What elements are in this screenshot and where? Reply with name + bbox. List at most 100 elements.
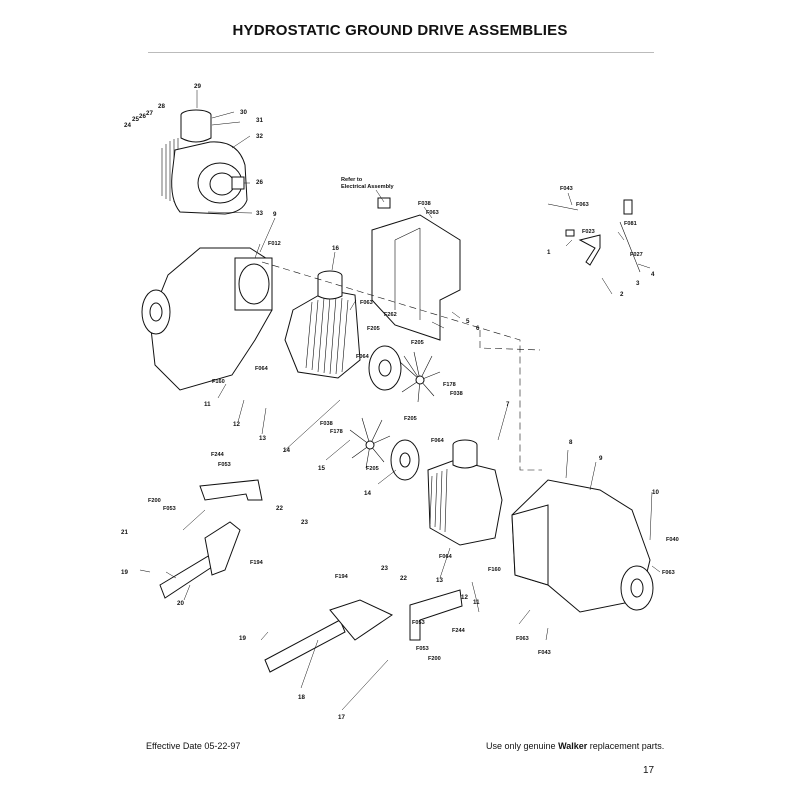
title-rule [148,52,654,53]
callout-F200b: F200 [428,656,441,662]
brand-name: Walker [558,741,588,751]
hose-route-lower [479,330,541,351]
callout-F063a: F063 [426,210,439,216]
gearbox-left [141,247,273,391]
pump-housing-lower [427,459,503,546]
callout-F053d: F053 [416,646,429,652]
callout-30: 30 [240,109,247,116]
hose-route-upper [261,261,542,471]
callout-31: 31 [256,117,263,124]
callout-33: 33 [256,210,263,217]
control-lever-left [139,479,263,599]
callout-13a: 13 [259,435,266,442]
callout-19b: 19 [239,635,246,642]
callout-3: 3 [636,280,640,287]
callout-4: 4 [651,271,655,278]
callout-24: 24 [124,122,131,129]
pump-assembly-lower [349,417,503,546]
callout-32: 32 [256,133,263,140]
electrical-connector [377,197,391,209]
callout-F064a: F064 [356,354,370,360]
callout-20: 20 [177,600,184,607]
callout-F194a: F194 [250,560,264,566]
callout-F064b: F064 [255,366,269,372]
effective-date: Effective Date 05-22-97 [146,741,241,751]
callout-21: 21 [121,529,128,536]
callout-17: 17 [338,714,345,721]
gearbox-right [511,479,654,613]
fan-lower [349,417,391,469]
callout-19a: 19 [121,569,128,576]
callout-F043b: F043 [538,650,551,656]
callout-F262: F262 [384,312,397,318]
callout-23b: 23 [381,565,388,572]
reservoir [180,115,212,143]
callout-F178b: F178 [330,429,343,435]
callout-F205b: F205 [411,340,424,346]
callout-22a: 22 [276,505,283,512]
callout-28: 28 [158,103,165,110]
callout-6: 6 [476,325,480,332]
callout-10: 10 [652,489,659,496]
replacement-notice: Use only genuine Walker replacement part… [486,741,664,751]
leader-lines [165,90,661,711]
pump-shaft [231,176,245,190]
callout-F053a: F053 [218,462,231,468]
callout-F038a: F038 [418,201,431,207]
callout-18: 18 [298,694,305,701]
callout-F244a: F244 [211,452,225,458]
replacement-suffix: replacement parts. [587,741,665,751]
callout-F038c: F038 [320,421,333,427]
note-refer-to: Refer to [341,177,363,183]
replacement-prefix: Use only genuine [486,741,559,751]
callout-F063c: F063 [576,202,589,208]
callout-5: 5 [466,318,470,325]
callout-F160b: F160 [488,567,501,573]
page-title: HYDROSTATIC GROUND DRIVE ASSEMBLIES [232,22,568,39]
pump-housing-center [284,289,361,379]
callout-F027: F027 [630,252,643,258]
callout-22b: 22 [400,575,407,582]
callout-F038b: F038 [450,391,463,397]
note-electrical-assembly: Electrical Assembly [341,184,395,190]
callout-26a: 26 [139,113,146,120]
callout-27: 27 [146,110,153,117]
callout-F081: F081 [624,221,637,227]
callout-F043a: F043 [560,186,573,192]
callout-26b: 26 [256,179,263,186]
callout-labels: 29 30 31 32 28 27 26 25 24 26 33 9 F012 … [121,83,679,721]
pump-assembly-top [161,109,248,215]
callout-14b: 14 [364,490,371,497]
callout-F053c: F053 [412,620,425,626]
control-linkage-top-right [547,199,641,273]
callout-16: 16 [332,245,339,252]
callout-F205c: F205 [404,416,417,422]
callout-F200a: F200 [148,498,161,504]
callout-F063b: F063 [360,300,373,306]
callout-15: 15 [318,465,325,472]
callout-F063e: F063 [516,636,529,642]
callout-F244b: F244 [452,628,466,634]
callout-8: 8 [569,439,573,446]
callout-12a: 12 [233,421,240,428]
callout-F205a: F205 [367,326,380,332]
callout-9a: 9 [273,211,277,218]
callout-F063d: F063 [662,570,675,576]
callout-29: 29 [194,83,201,90]
callout-25: 25 [132,116,139,123]
control-lever-right [264,589,463,673]
cooling-fins [161,138,179,202]
callout-F160a: F160 [212,379,225,385]
callout-F205d: F205 [366,466,379,472]
callout-9b: 9 [599,455,603,462]
callout-11b: 11 [473,599,480,606]
callout-7: 7 [506,401,510,408]
callout-F040: F040 [666,537,679,543]
callout-1: 1 [547,249,551,256]
callout-F194b: F194 [335,574,349,580]
callout-F064c: F064 [431,438,445,444]
callout-14a: 14 [283,447,290,454]
callout-F053b: F053 [163,506,176,512]
